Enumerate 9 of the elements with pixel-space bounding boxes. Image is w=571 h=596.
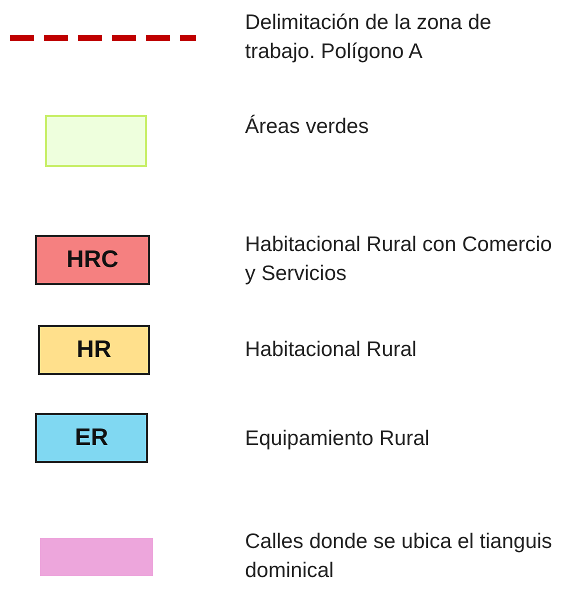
zone-code: HR: [76, 336, 112, 364]
legend-text: Habitacional Rural: [245, 337, 418, 363]
legend-text: Delimitación de la zona de trabajo. Polígono A: [245, 10, 492, 65]
zone-code: HRC: [66, 246, 118, 274]
legend-text: Equipamiento Rural: [245, 426, 430, 452]
legend-text: Áreas verdes: [245, 114, 370, 140]
zone-code: ER: [74, 424, 108, 452]
legend-text: Habitacional Rural con Comercio y Servicios: [245, 232, 553, 287]
legend-text: Calles donde se ubica el tianguis dominical: [245, 529, 554, 584]
